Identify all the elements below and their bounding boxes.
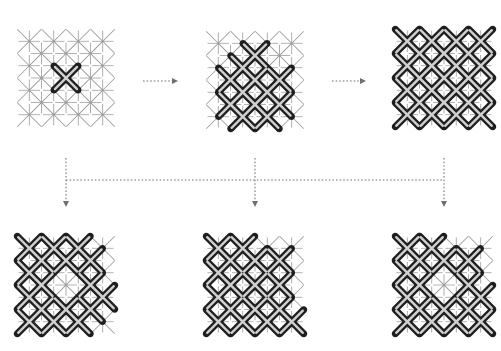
arrow-top-middle-to-right bbox=[332, 78, 366, 84]
arrow-down-middle bbox=[252, 158, 258, 207]
panel-bottom-left bbox=[17, 236, 114, 333]
arrow-down-left bbox=[63, 158, 69, 207]
panel-top-middle bbox=[206, 31, 303, 128]
panel-bottom-right bbox=[395, 236, 492, 333]
arrow-down-right bbox=[441, 158, 447, 207]
arrow-top-left-to-middle bbox=[143, 78, 178, 84]
diagram-panels bbox=[17, 29, 492, 333]
panel-top-left bbox=[17, 29, 114, 126]
panel-top-right bbox=[395, 29, 492, 126]
panel-bottom-middle bbox=[206, 236, 303, 333]
